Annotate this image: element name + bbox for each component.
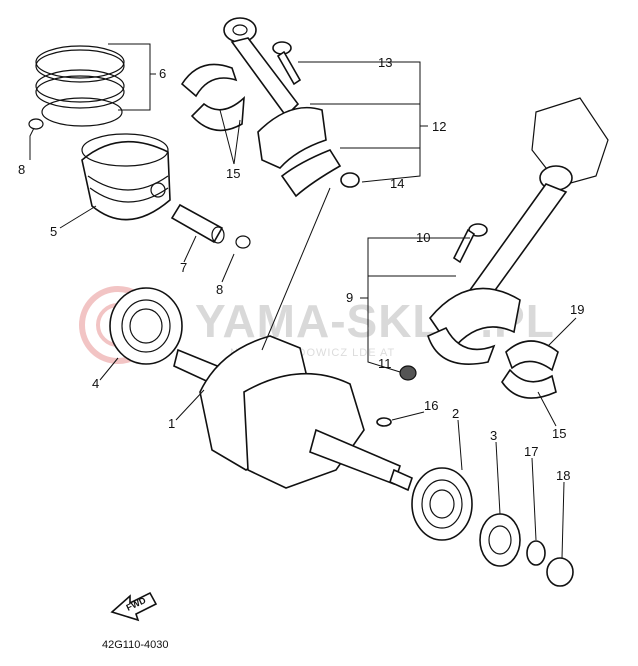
- callout-5: 5: [50, 224, 57, 239]
- piston-pin-clip-left: [28, 118, 44, 130]
- connecting-rod-right: [427, 97, 609, 365]
- callout-labels: 6 8 5 7 8 15 13 12 14 10 9 11 19 4 1 16 …: [18, 55, 584, 483]
- diagram-code: 42G110-4030: [102, 639, 168, 651]
- piston-rings: [35, 45, 125, 127]
- rod-bolt-right: [452, 223, 488, 264]
- crank-nut: [546, 557, 574, 587]
- bearing-shells-upper: [180, 63, 245, 132]
- bearing-shells-lower: [501, 340, 559, 399]
- washer: [526, 540, 546, 566]
- callout-13: 13: [378, 55, 392, 70]
- callout-19: 19: [570, 302, 584, 317]
- connecting-rod-upper: [223, 17, 342, 198]
- callout-12: 12: [432, 119, 446, 134]
- primary-gear: [479, 513, 521, 567]
- callout-15b: 15: [552, 426, 566, 441]
- callout-14: 14: [390, 176, 404, 191]
- woodruff-key: [376, 417, 392, 427]
- callout-3: 3: [490, 428, 497, 443]
- callout-16: 16: [424, 398, 438, 413]
- callout-17: 17: [524, 444, 538, 459]
- callout-1: 1: [168, 416, 175, 431]
- rod-nut: [340, 172, 360, 188]
- callout-4: 4: [92, 376, 99, 391]
- fwd-arrow-icon: FWD: [110, 591, 158, 622]
- callout-9: 9: [346, 290, 353, 305]
- callout-11: 11: [378, 356, 392, 371]
- callout-2: 2: [452, 406, 459, 421]
- rod-nut-right: [399, 365, 417, 381]
- callout-10: 10: [416, 230, 430, 245]
- callout-8a: 8: [18, 162, 25, 177]
- crank-bearing-right: [411, 467, 473, 541]
- callout-6: 6: [159, 66, 166, 81]
- callout-7: 7: [180, 260, 187, 275]
- callout-15a: 15: [226, 166, 240, 181]
- piston: [81, 133, 171, 221]
- leader-lines: [29, 43, 577, 559]
- crankshaft: [173, 335, 413, 492]
- callout-8b: 8: [216, 282, 223, 297]
- crank-bearing-left: [109, 287, 183, 365]
- piston-pin-clip-right: [235, 235, 251, 249]
- piston-pin: [170, 203, 225, 244]
- rod-bolt-upper: [272, 41, 302, 86]
- callout-18: 18: [556, 468, 570, 483]
